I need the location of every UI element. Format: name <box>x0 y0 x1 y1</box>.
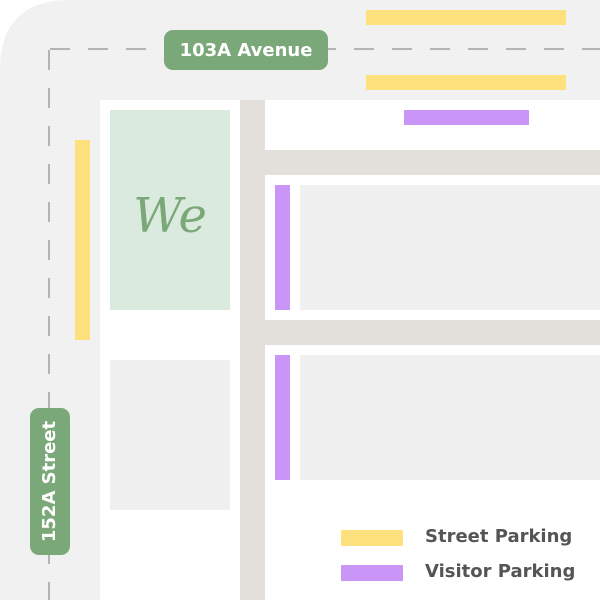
driveway-vertical <box>240 100 265 600</box>
avenue-label: 103A Avenue <box>164 30 328 70</box>
building-lot <box>110 360 230 510</box>
avenue-name: 103A Avenue <box>179 39 313 61</box>
building-lot <box>300 185 600 310</box>
street-label: 152A Street <box>30 408 70 555</box>
building-lot <box>300 355 600 480</box>
legend-swatch-street <box>341 530 403 546</box>
visitor-parking-zone <box>275 185 290 310</box>
legend-label-street: Street Parking <box>425 526 573 547</box>
street-parking-zone <box>366 10 566 25</box>
street-parking-zone <box>366 75 566 90</box>
legend-swatch-visitor <box>341 565 403 581</box>
building-logo: We <box>133 188 207 244</box>
street-parking-zone <box>75 140 90 340</box>
visitor-parking-zone <box>275 355 290 480</box>
featured-building <box>110 110 230 310</box>
driveway-top <box>265 150 600 175</box>
street-name: 152A Street <box>39 420 61 543</box>
visitor-parking-zone <box>404 110 529 125</box>
driveway-middle <box>265 320 600 345</box>
legend-label-visitor: Visitor Parking <box>425 561 576 582</box>
